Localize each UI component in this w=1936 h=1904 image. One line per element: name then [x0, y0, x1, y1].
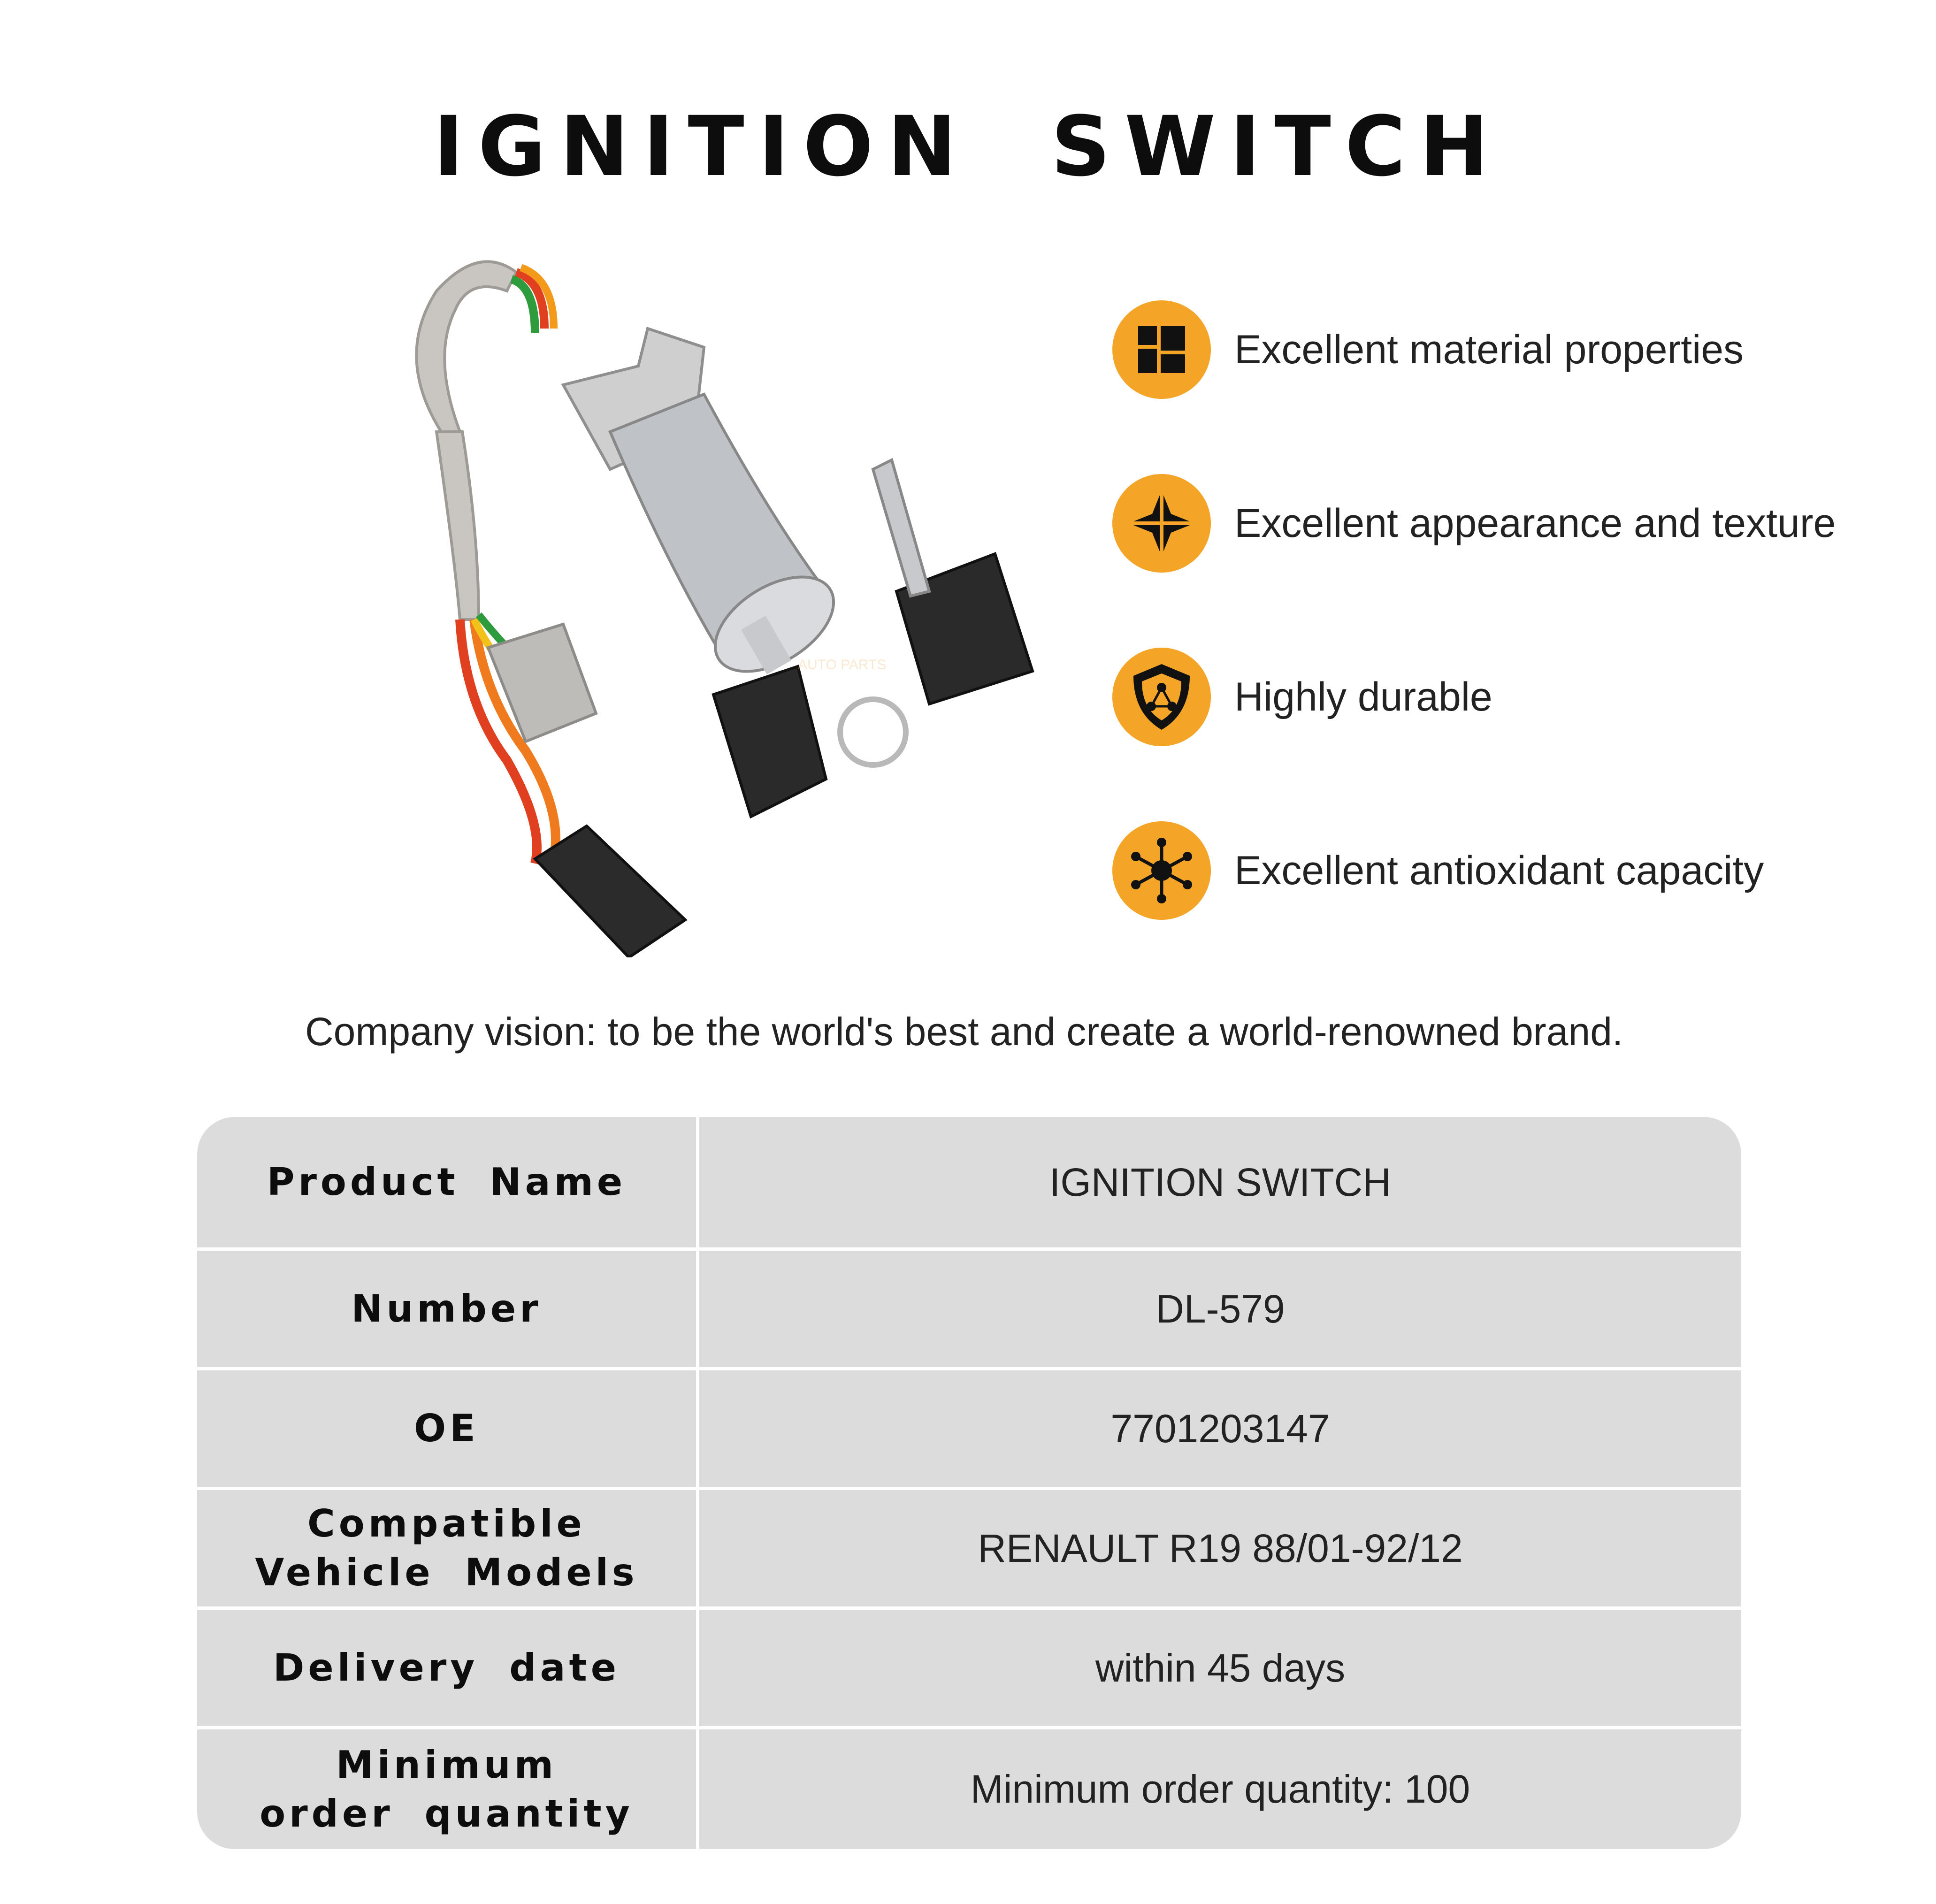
spec-value: 7701203147 [1110, 1406, 1330, 1451]
spec-table: Product Name IGNITION SWITCH Number DL-5… [197, 1117, 1741, 1849]
page-title: IGNITION SWITCH [433, 99, 1503, 195]
spec-value: DL-579 [1155, 1286, 1285, 1331]
product-image [415, 260, 1034, 957]
compass-star-icon [1112, 474, 1211, 573]
table-row: OE 7701203147 [197, 1370, 1741, 1490]
spec-key: Minimum order quantity [197, 1729, 699, 1849]
feature-label: Excellent material properties [1234, 327, 1744, 372]
spec-key-line: Vehicle Models [255, 1551, 638, 1594]
feature-item: Excellent material properties [1112, 300, 1910, 399]
spec-key-line: Minimum [336, 1743, 558, 1787]
feature-label: Excellent appearance and texture [1234, 500, 1836, 546]
table-row: Minimum order quantity Minimum order qua… [197, 1729, 1741, 1849]
company-vision: Company vision: to be the world's best a… [305, 1009, 1623, 1054]
spec-key: Delivery date [197, 1610, 699, 1726]
spec-value: Minimum order quantity: 100 [970, 1767, 1470, 1811]
shield-icon [1112, 648, 1211, 746]
table-row: Number DL-579 [197, 1251, 1741, 1370]
feature-item: Highly durable [1112, 648, 1910, 746]
spec-value: RENAULT R19 88/01-92/12 [978, 1526, 1463, 1570]
spec-value: within 45 days [1095, 1645, 1346, 1690]
spec-key: Number [197, 1251, 699, 1367]
spec-key-line: Compatible [307, 1502, 586, 1545]
feature-item: Excellent appearance and texture [1112, 474, 1910, 573]
table-row: Delivery date within 45 days [197, 1610, 1741, 1729]
feature-label: Excellent antioxidant capacity [1234, 848, 1764, 893]
spec-key: Compatible Vehicle Models [197, 1490, 699, 1606]
feature-label: Highly durable [1234, 674, 1492, 719]
table-row: Product Name IGNITION SWITCH [197, 1117, 1741, 1251]
spec-key: Product Name [197, 1117, 699, 1247]
spec-key-line: order quantity [260, 1791, 634, 1835]
table-row: Compatible Vehicle Models RENAULT R19 88… [197, 1490, 1741, 1610]
feature-item: Excellent antioxidant capacity [1112, 821, 1910, 920]
spec-key: OE [197, 1370, 699, 1487]
spec-value: IGNITION SWITCH [1049, 1160, 1391, 1204]
blocks-icon [1112, 300, 1211, 399]
molecule-icon [1112, 821, 1211, 920]
watermark: AUTO PARTS [798, 657, 887, 673]
